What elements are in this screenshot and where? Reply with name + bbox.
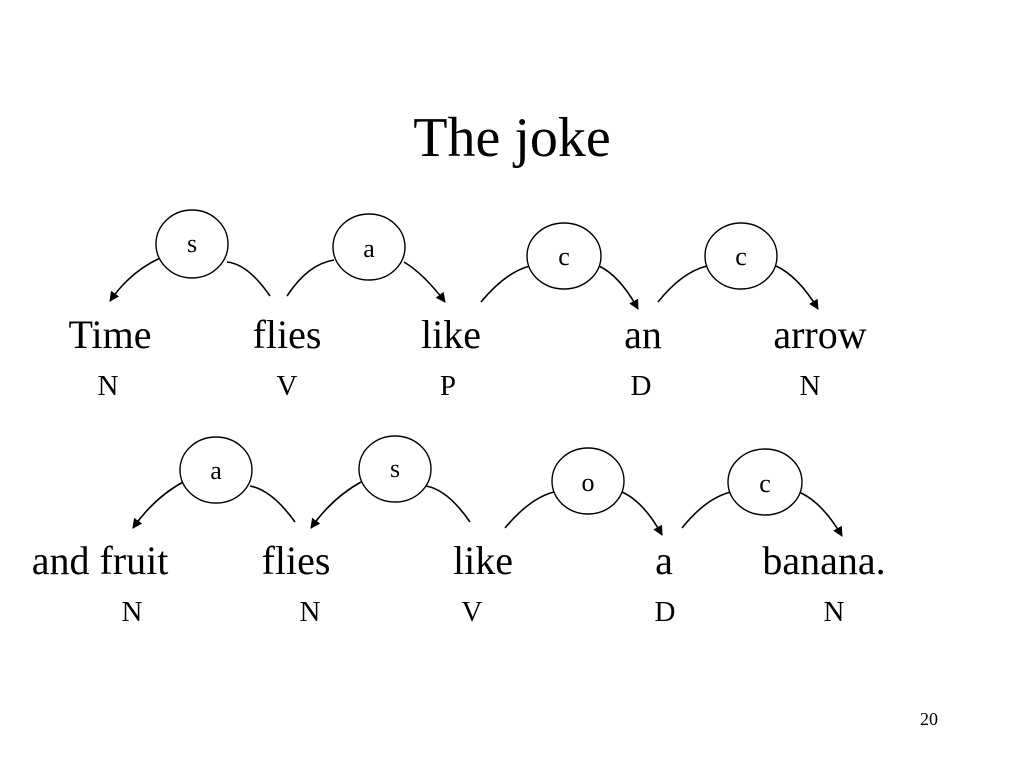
dependency-arc-s: s <box>310 435 471 529</box>
word-like: like <box>421 312 481 357</box>
tag-like: V <box>462 596 483 628</box>
page-number: 20 <box>920 709 938 729</box>
relation-label: o <box>582 468 595 497</box>
slide-title: The joke <box>413 107 610 169</box>
dependency-arc-a: a <box>286 213 446 303</box>
word-and-fruit: and fruit <box>32 538 169 583</box>
word-banana: banana. <box>762 538 885 583</box>
relation-label: a <box>210 456 222 485</box>
tag-an: D <box>631 370 652 402</box>
dependency-arc-a: a <box>132 436 296 529</box>
relation-label: c <box>558 242 570 271</box>
dependency-arc-c: c <box>681 448 843 537</box>
word-an: an <box>624 312 662 357</box>
word-flies: flies <box>262 538 331 583</box>
relation-label: c <box>735 242 747 271</box>
dependency-arc-s: s <box>109 209 271 302</box>
word-arrow: arrow <box>773 312 866 357</box>
word-like: like <box>453 538 513 583</box>
relation-label: s <box>390 454 400 483</box>
tag-like: P <box>440 370 456 402</box>
tag-time: N <box>98 370 119 402</box>
dependency-arc-c: c <box>480 222 639 310</box>
dependency-arc-o: o <box>504 447 663 536</box>
tag-flies: N <box>300 596 321 628</box>
tag-arrow: N <box>800 370 821 402</box>
tag-flies: V <box>277 370 298 402</box>
relation-label: c <box>759 469 771 498</box>
word-a: a <box>655 538 673 583</box>
tag-banana: N <box>824 596 845 628</box>
word-flies: flies <box>253 312 322 357</box>
tag-and-fruit: N <box>122 596 143 628</box>
relation-label: a <box>363 234 375 263</box>
relation-label: s <box>187 229 197 258</box>
tag-a: D <box>655 596 676 628</box>
word-time: Time <box>68 312 151 357</box>
dependency-arc-c: c <box>657 222 819 310</box>
